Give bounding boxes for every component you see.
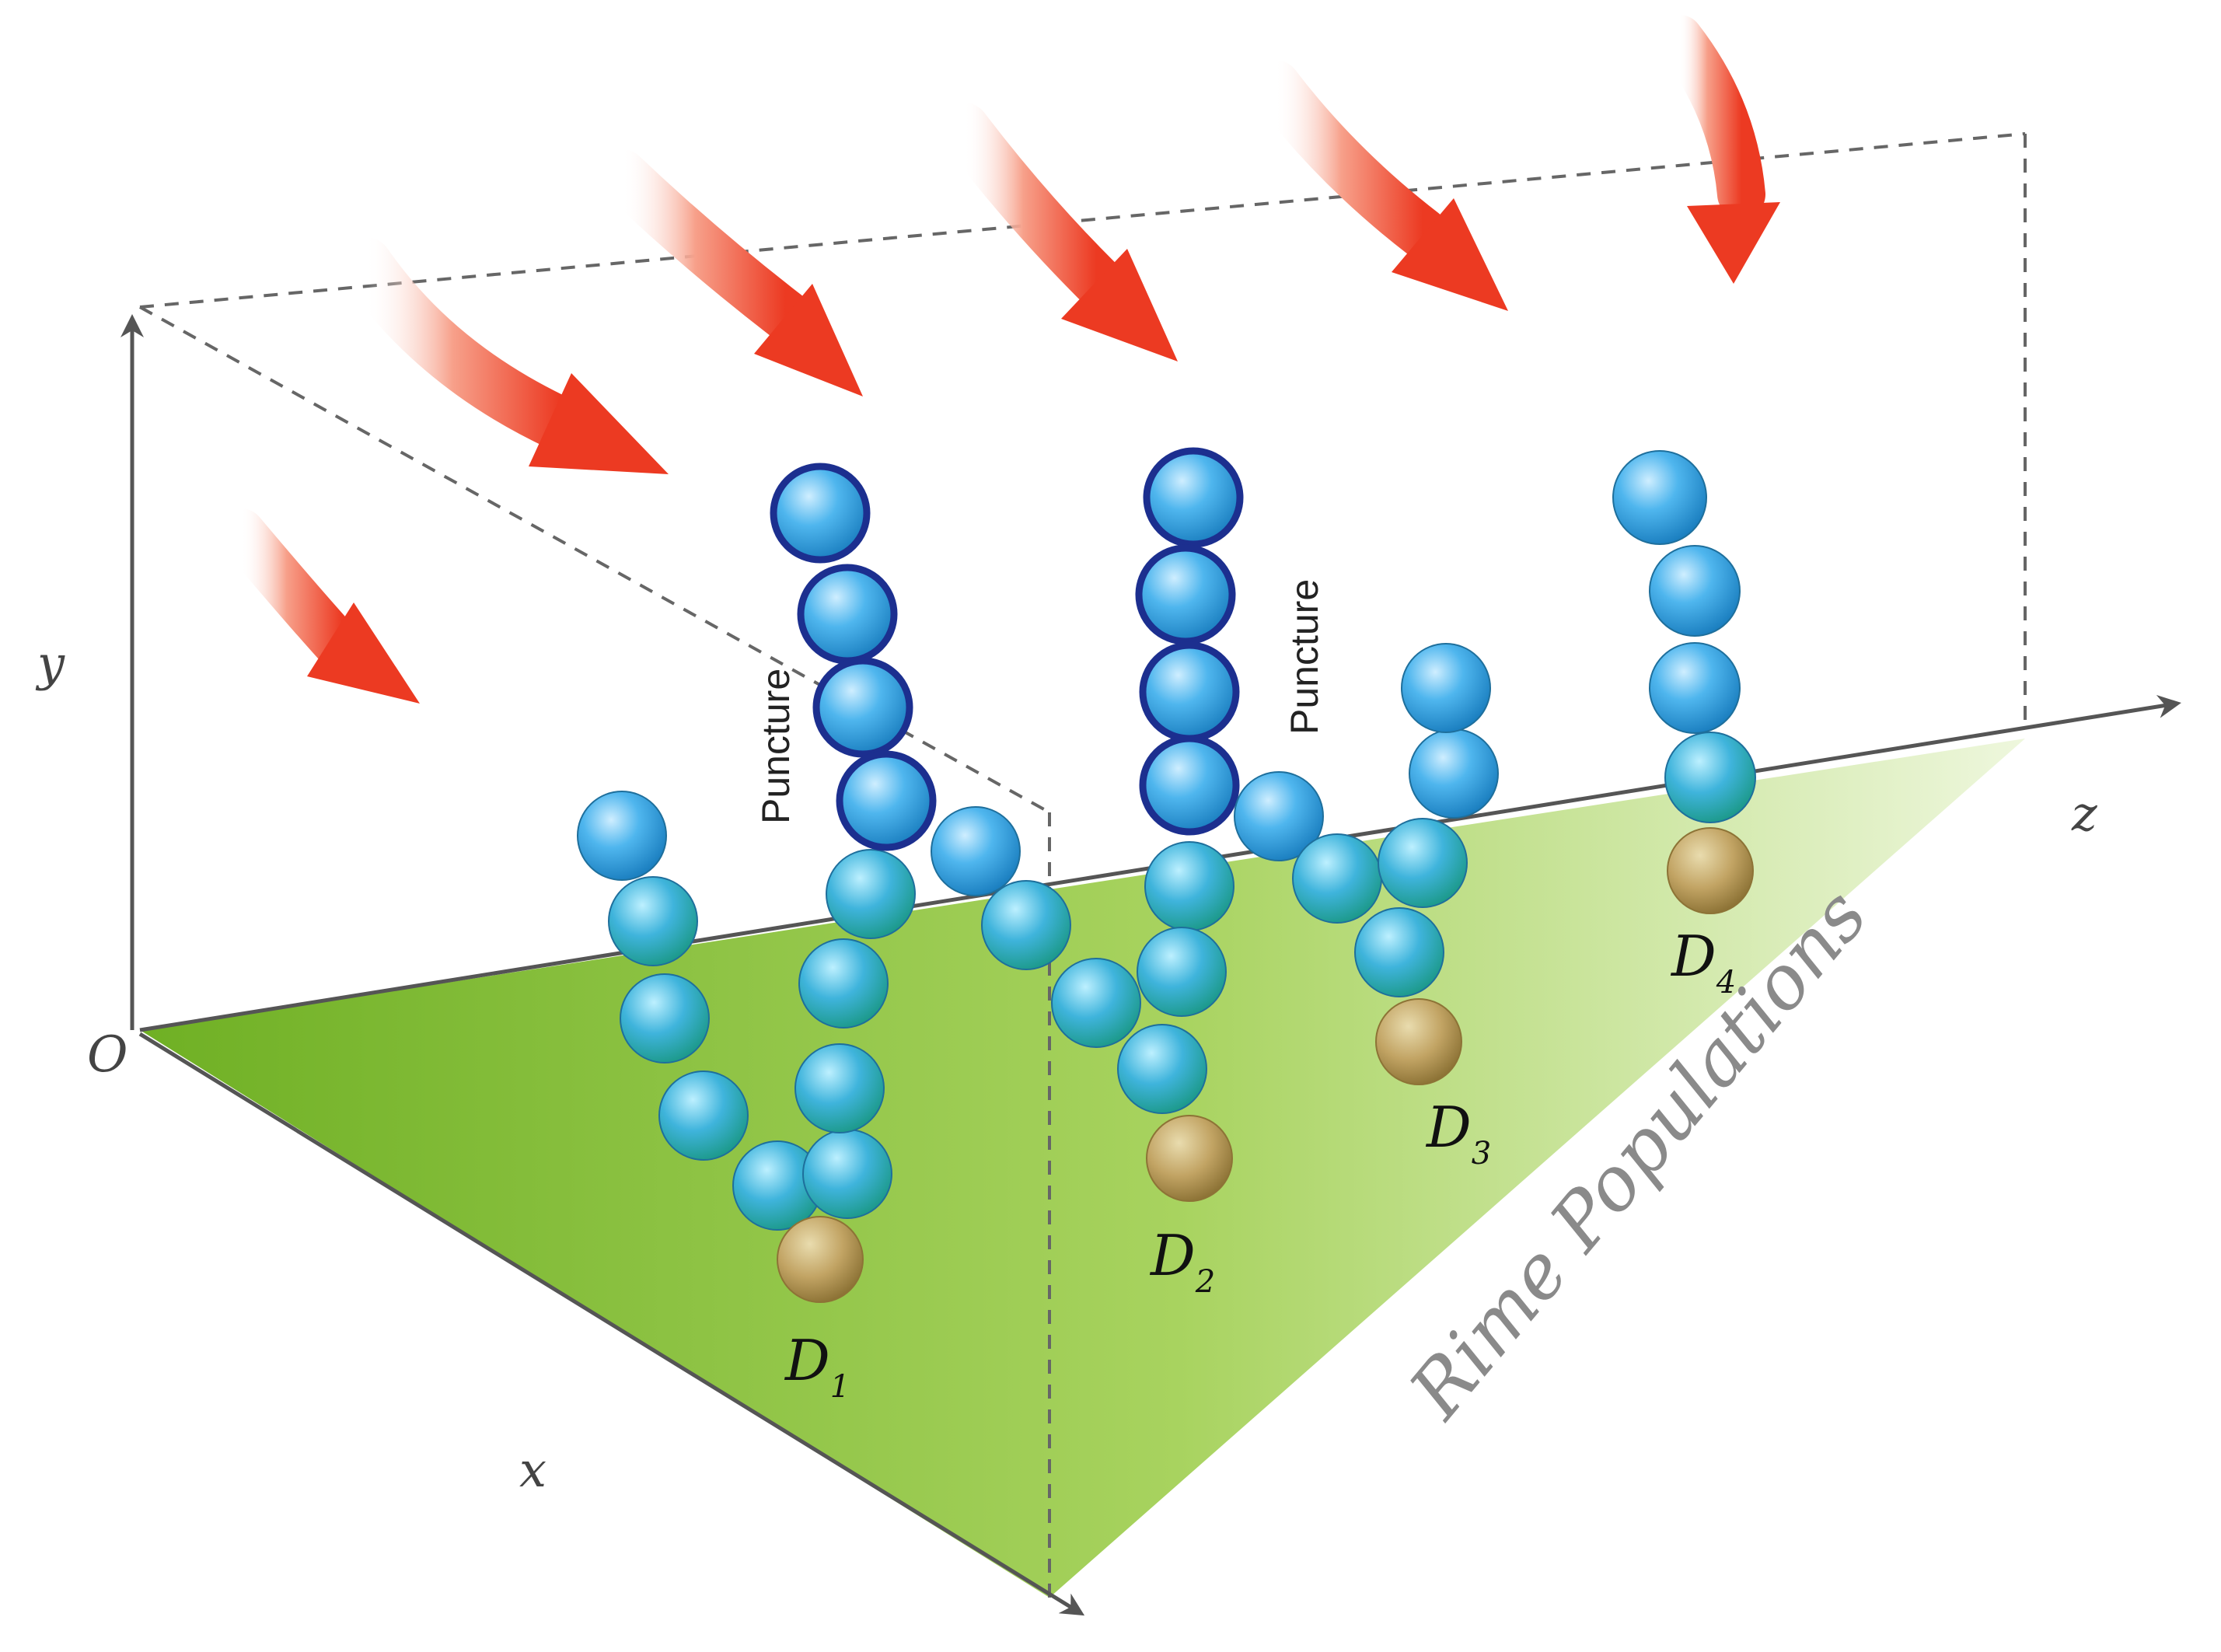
flux-arrows [217,15,1780,704]
agent-chain-d1 [577,791,916,1303]
agent-chain-d4 [1612,450,1756,914]
agent-d4-base [1667,827,1754,914]
flux-arrow-2 [338,237,669,474]
flux-arrow-6 [1655,15,1780,284]
puncture-label-1: Puncture [754,669,798,824]
agent-label-d2: D2 [1149,1223,1215,1300]
x-axis-label: x [519,1441,547,1498]
x-axis [138,1032,1085,1616]
agent-chain-d3 [1234,643,1499,1085]
agent-label-d4: D4 [1670,924,1736,1001]
y-axis-label: y [35,635,65,692]
puncture-column-1 [770,463,937,851]
z-axis-label: z [2071,785,2097,842]
flux-arrow-5 [1249,60,1508,311]
agent-label-d3: D3 [1425,1095,1491,1172]
agent-chain-d2 [1137,841,1234,1202]
agent-label-d1: D1 [784,1328,850,1405]
agent-d2-base [1146,1115,1233,1202]
agent-d3-base [1375,998,1462,1085]
agent-d1-base [777,1216,864,1303]
flux-arrow-3 [596,149,863,396]
agent-chain-middle [931,806,1207,1114]
puncture-column-2 [1135,447,1244,836]
puncture-label-2: Puncture [1283,579,1326,735]
flux-arrow-4 [938,103,1178,361]
flux-arrow-1 [217,508,420,704]
origin-label: O [87,1026,127,1084]
ground-plane [140,739,2025,1598]
